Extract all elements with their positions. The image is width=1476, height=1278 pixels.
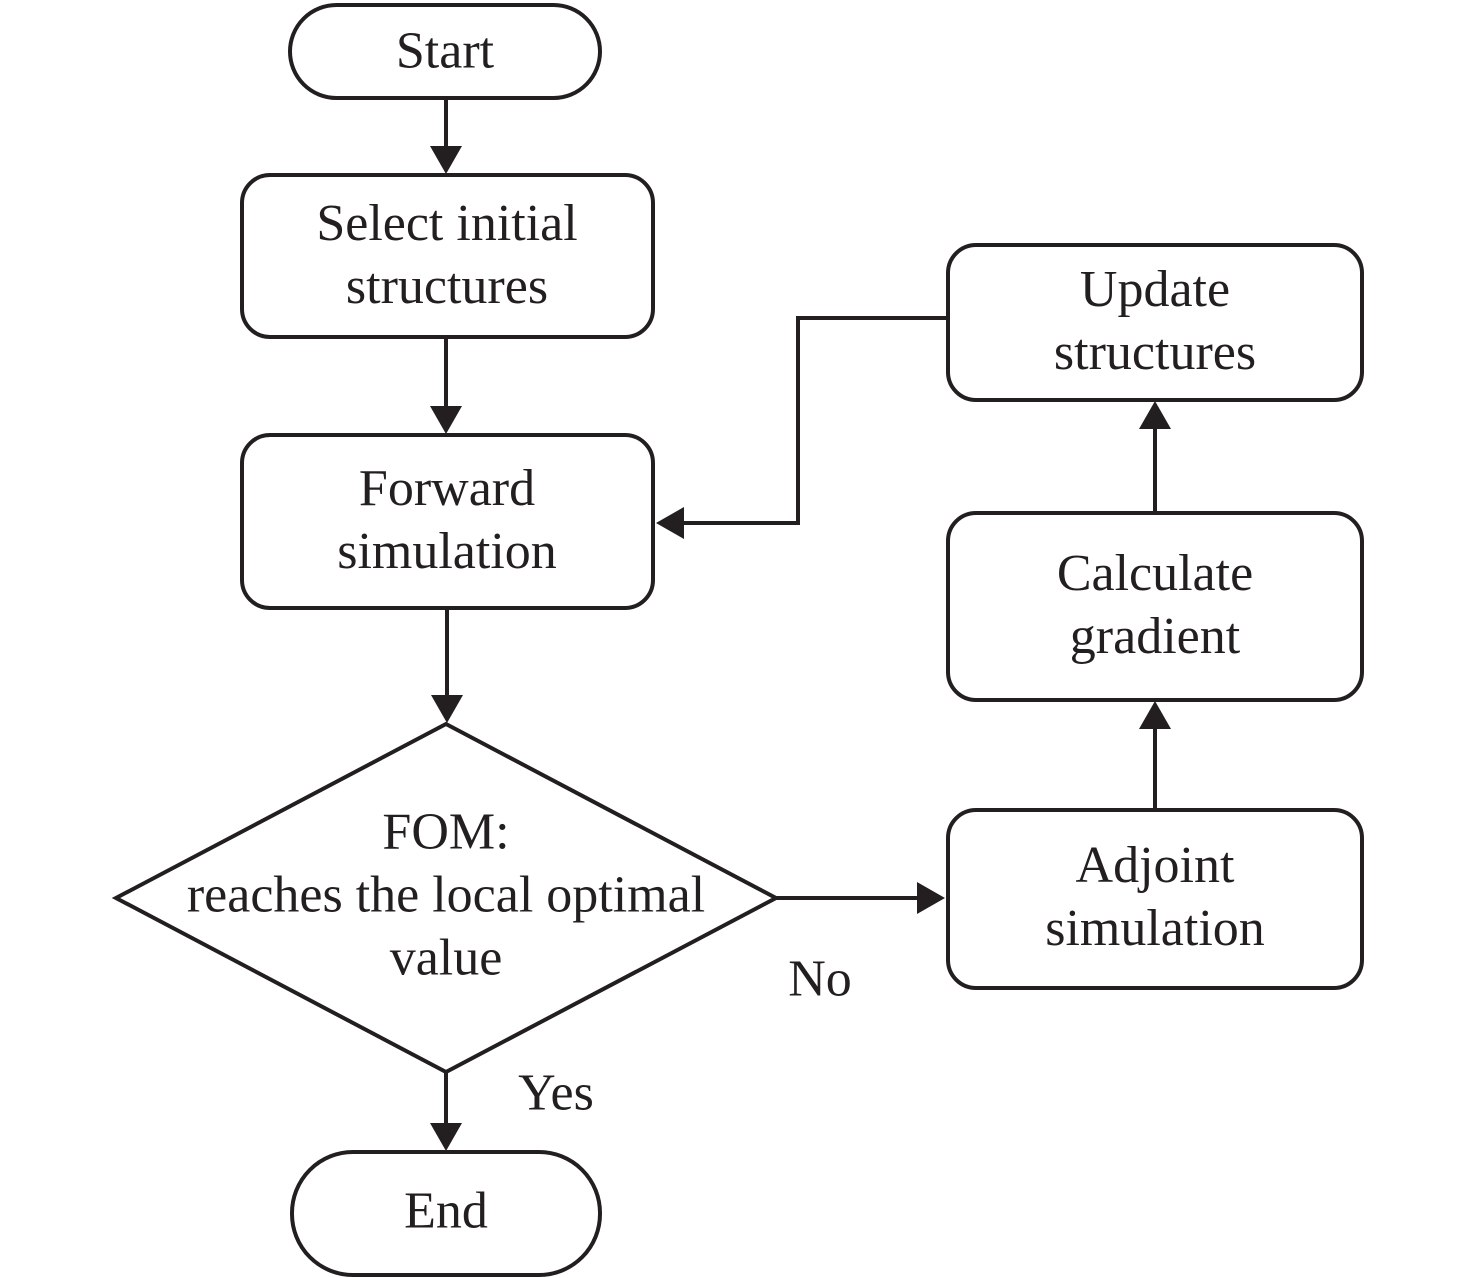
end-node-shape: [290, 1150, 602, 1277]
fom-decision-node-label: FOM: reaches the local optimal value: [186, 803, 706, 987]
calculate-gradient-node-label: Calculate gradient: [1056, 545, 1254, 665]
yes-edge-label: Yes: [518, 1064, 594, 1122]
adjoint-simulation-node-label: Adjoint simulation: [1045, 837, 1265, 957]
forward-simulation-node-label: Forward simulation: [337, 460, 557, 580]
select-initial-structures-node-label: Select initial structures: [316, 195, 578, 315]
end-node-label: End: [404, 1182, 488, 1240]
arrow-update-to-forward-feedback: [656, 316, 948, 539]
update-structures-node-shape: [946, 243, 1364, 402]
update-structures-node-label: Update structures: [1053, 261, 1257, 381]
start-node-label: Start: [395, 22, 495, 80]
no-edge-label: No: [788, 950, 852, 1008]
